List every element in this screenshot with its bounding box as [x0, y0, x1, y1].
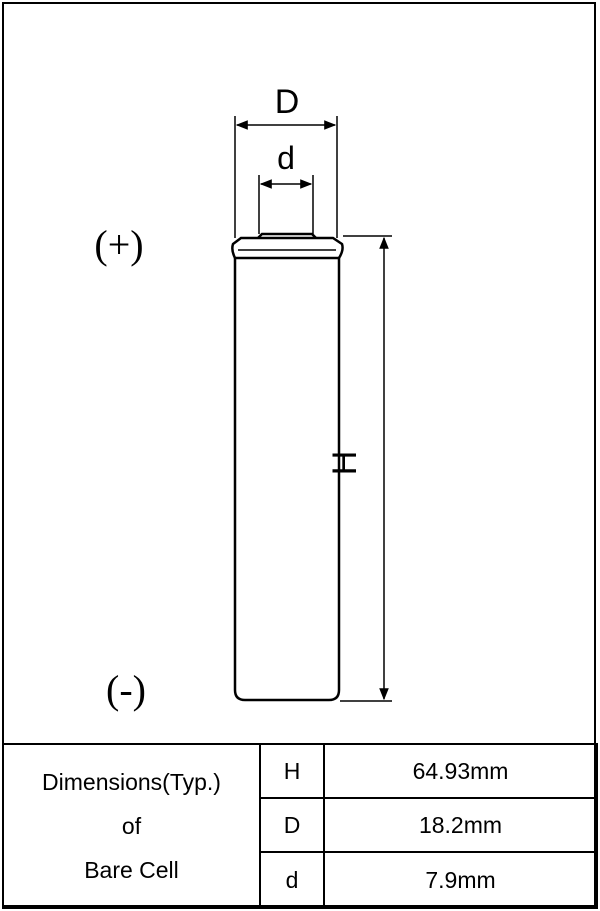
dimension-value: 64.93mm: [323, 743, 598, 799]
table-row: Dimensions(Typ.) of Bare Cell H 64.93mm: [2, 743, 598, 909]
dimension-H: [340, 235, 392, 702]
table-row: d 7.9mm: [3, 851, 598, 909]
table-row: D 18.2mm: [3, 797, 598, 853]
dimensions-table: Dimensions(Typ.) of Bare Cell H 64.93mm …: [2, 743, 598, 909]
negative-terminal-label: (-): [106, 667, 146, 712]
cell-body: [233, 256, 341, 702]
dimension-symbol: D: [259, 797, 325, 853]
caption-line: of: [121, 813, 142, 839]
dimension-symbol: d: [259, 851, 325, 909]
caption-line: Dimensions(Typ.): [42, 769, 221, 795]
cell-shoulder: [231, 236, 344, 259]
label-D: D: [275, 83, 300, 121]
battery-dimension-drawing: D d H (+) (-): [94, 83, 392, 712]
label-d: d: [277, 140, 295, 176]
label-H: H: [326, 451, 364, 476]
table-caption: Dimensions(Typ.) of Bare Cell: [2, 743, 261, 909]
positive-cap: [257, 232, 317, 239]
dimension-D: [234, 116, 338, 238]
dimension-d: [258, 175, 314, 234]
dimension-symbol: H: [259, 743, 325, 799]
dimension-value: 7.9mm: [323, 851, 598, 909]
battery-cell: [231, 232, 344, 702]
caption-line: Bare Cell: [84, 857, 179, 883]
positive-terminal-label: (+): [94, 222, 143, 267]
dimension-value: 18.2mm: [323, 797, 598, 853]
